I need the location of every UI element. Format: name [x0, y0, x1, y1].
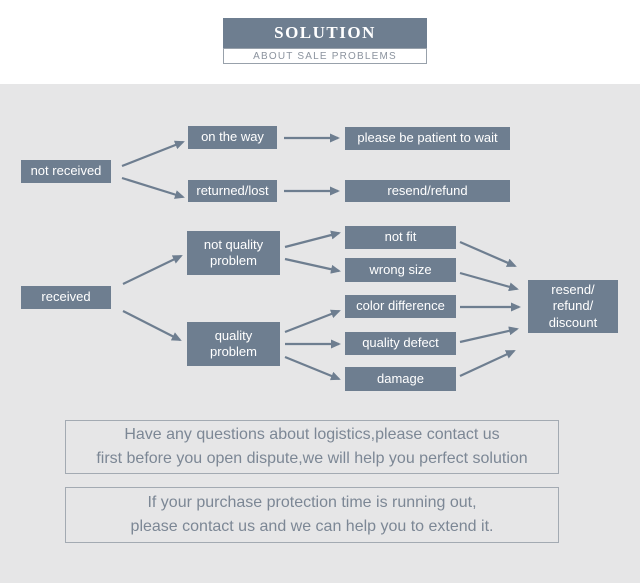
node-quality-defect: quality defect [345, 332, 456, 355]
node-received: received [21, 286, 111, 309]
logistics-note: Have any questions about logistics,pleas… [65, 420, 559, 474]
node-please-be-patient: please be patient to wait [345, 127, 510, 150]
node-returned-lost: returned/lost [188, 180, 277, 202]
node-quality-problem: quality problem [187, 322, 280, 366]
node-resend-refund: resend/refund [345, 180, 510, 202]
page-subtitle: ABOUT SALE PROBLEMS [223, 48, 427, 64]
node-not-quality-problem: not quality problem [187, 231, 280, 275]
protection-note: If your purchase protection time is runn… [65, 487, 559, 543]
node-not-fit: not fit [345, 226, 456, 249]
node-on-the-way: on the way [188, 126, 277, 149]
node-color-difference: color difference [345, 295, 456, 318]
node-resend-refund-discount: resend/ refund/ discount [528, 280, 618, 333]
node-wrong-size: wrong size [345, 258, 456, 282]
node-not-received: not received [21, 160, 111, 183]
node-damage: damage [345, 367, 456, 391]
page-title: SOLUTION [223, 18, 427, 48]
